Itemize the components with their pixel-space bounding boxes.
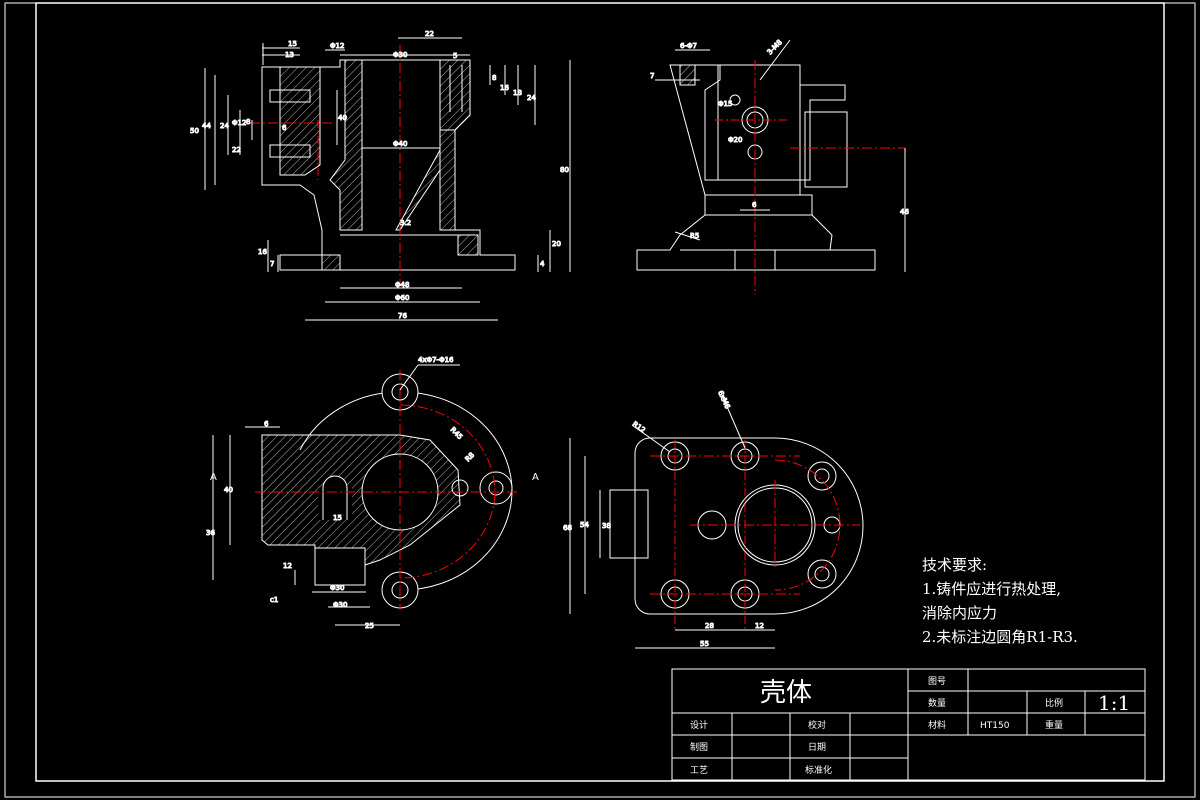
- dim-22-b: 22: [232, 146, 241, 154]
- tech-req-line-1: 1.铸件应进行热处理,: [922, 580, 1061, 598]
- side-dim-thread: 3-M8: [766, 38, 784, 56]
- side-dim-6: 6: [752, 201, 757, 209]
- side-dim-phi15: Φ15: [718, 100, 732, 108]
- material-label: 材料: [928, 719, 946, 731]
- dim-24: 24: [220, 122, 229, 130]
- scale-value: 1:1: [1098, 691, 1130, 715]
- dim-76: 76: [398, 312, 407, 320]
- check-label: 校对: [808, 719, 826, 731]
- plan-dim-r8: R8: [464, 451, 476, 463]
- dim-phi12: Φ12: [330, 42, 344, 50]
- plan-dim-15: 15: [333, 514, 342, 522]
- material-value: HT150: [980, 721, 1010, 731]
- plan-dim-40: 40: [224, 486, 233, 494]
- plan-dim-12: 12: [283, 562, 292, 570]
- side-view: 6-Φ7 7 3-M8 Φ15 Φ20 6 R5 46: [636, 38, 910, 295]
- dim-50: 50: [190, 127, 199, 135]
- outer-border: [4, 2, 1196, 798]
- process-label: 工艺: [690, 765, 708, 776]
- drawing-no-label: 图号: [928, 676, 946, 687]
- weight-label: 重量: [1045, 719, 1063, 731]
- bottom-dim-68: 68: [563, 524, 572, 532]
- dim-8-right: 8: [492, 74, 496, 82]
- dim-phi40: Φ40: [393, 140, 407, 148]
- inner-border: [35, 2, 1165, 782]
- dim-40: 40: [338, 114, 347, 122]
- bottom-dim-38: 38: [602, 522, 611, 530]
- side-dim-phi20: Φ20: [728, 136, 742, 144]
- part-name: 壳体: [760, 678, 812, 708]
- plan-section-view: 4xΦ7-Φ16 R45 R8 6 40 36 12 15 Φ30 Φ30 25…: [206, 356, 520, 631]
- dim-22: 22: [425, 30, 434, 38]
- plan-dim-holes: 4xΦ7-Φ16: [418, 356, 454, 364]
- side-dim-6-7: 6-Φ7: [680, 42, 697, 50]
- dim-20: 20: [552, 240, 561, 248]
- title-block: [671, 668, 1146, 781]
- dim-15: 15: [288, 40, 297, 48]
- bottom-dim-r12: R12: [631, 420, 647, 434]
- dim-phi30: Φ30: [393, 51, 407, 59]
- dim-24-right: 24: [527, 94, 536, 102]
- side-dim-46: 46: [900, 208, 909, 216]
- date-label: 日期: [808, 742, 826, 753]
- plan-dim-36: 36: [206, 529, 215, 537]
- dim-5: 5: [453, 52, 457, 60]
- dim-80: 80: [560, 166, 569, 174]
- section-mark-right: A: [532, 472, 539, 483]
- bottom-dim-54: 54: [580, 521, 589, 529]
- dim-phi60: Φ60: [395, 294, 409, 302]
- tech-req-heading: 技术要求:: [922, 556, 987, 574]
- plan-dim-25: 25: [365, 622, 374, 630]
- tech-req-line-2: 消除内应力: [922, 604, 997, 622]
- standardize-label: 标准化: [805, 764, 832, 776]
- dim-18-right: 18: [513, 89, 522, 97]
- bottom-dim-55: 55: [700, 640, 709, 648]
- plan-dim-phi30: Φ30: [330, 584, 344, 592]
- tech-req-line-3: 2.未标注边圆角R1-R3.: [922, 628, 1078, 646]
- dim-phi12-b: Φ12: [232, 119, 246, 127]
- dim-44: 44: [202, 122, 211, 130]
- design-label: 设计: [690, 719, 708, 731]
- side-dim-7: 7: [650, 72, 654, 80]
- dim-7: 7: [270, 260, 274, 268]
- title-block-text: 壳体 图号 数量 比例 1:1 材料 HT150 重量 设计 校对 制图 日期 …: [690, 676, 1130, 776]
- plan-dim-6: 6: [264, 420, 269, 428]
- dim-3-2: 3.2: [400, 219, 411, 227]
- dim-6: 6: [282, 124, 287, 132]
- dim-phi48: Φ48: [395, 281, 409, 289]
- quantity-label: 数量: [928, 697, 946, 709]
- technical-requirements: 技术要求: 1.铸件应进行热处理, 消除内应力 2.未标注边圆角R1-R3.: [922, 556, 1078, 646]
- drafting-label: 制图: [690, 741, 708, 753]
- side-dim-r5: R5: [690, 232, 699, 240]
- dim-16: 16: [258, 248, 267, 256]
- front-section-view: 15 13 Φ12 Φ30 22 5 50 44 24 Φ12 8 6 22 4…: [190, 30, 571, 321]
- dim-13: 13: [285, 51, 294, 59]
- plan-dim-phi30-b: Φ30: [333, 601, 347, 609]
- plan-dim-r45: R45: [449, 426, 464, 441]
- plan-dim-c1: c1: [270, 596, 278, 604]
- scale-label: 比例: [1045, 697, 1063, 709]
- bottom-view: R12 6xM6 68 54 38 28 12 55: [563, 389, 864, 649]
- bottom-dim-thread: 6xM6: [716, 389, 732, 410]
- section-mark-left: A: [210, 472, 217, 483]
- bottom-dim-12: 12: [755, 622, 764, 630]
- dim-16-right: 16: [500, 84, 509, 92]
- bottom-dim-28: 28: [705, 622, 714, 630]
- dim-8: 8: [246, 118, 250, 126]
- dim-4: 4: [540, 260, 545, 268]
